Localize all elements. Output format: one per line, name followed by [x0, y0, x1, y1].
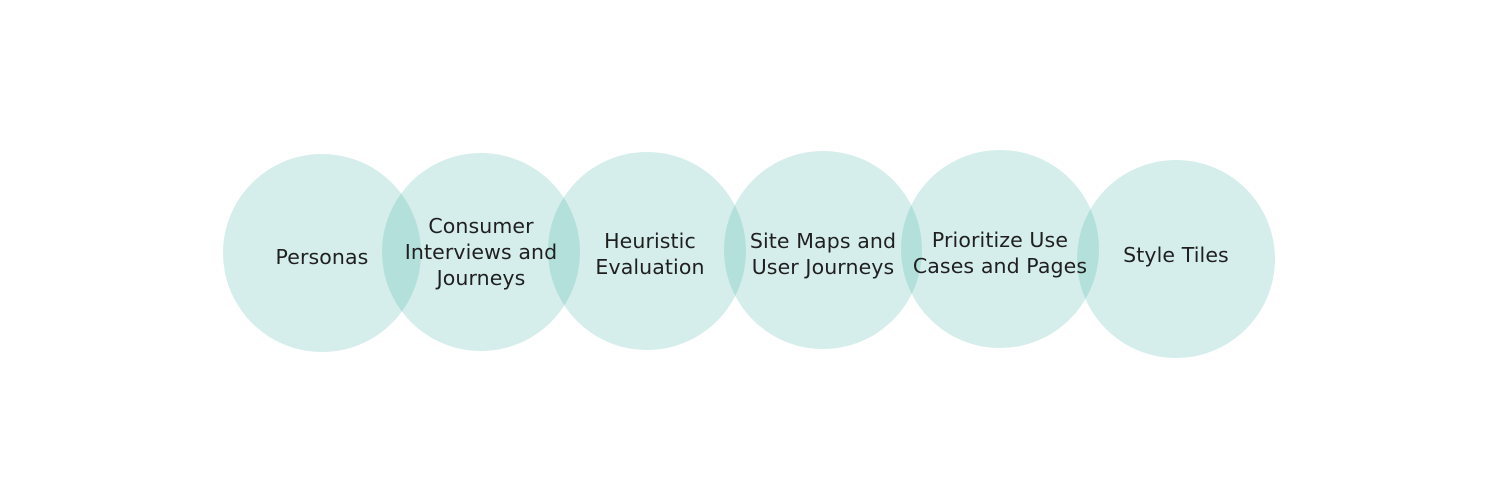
step-circle-consumer-interviews [382, 153, 580, 351]
step-label-heuristic-evaluation: Heuristic Evaluation [595, 229, 705, 279]
step-circle-site-maps [724, 151, 922, 349]
step-label-prioritize-use-cases: Prioritize Use Cases and Pages [912, 228, 1088, 278]
step-label-personas: Personas [275, 245, 369, 269]
step-circle-personas [223, 154, 421, 352]
step-label-style-tiles: Style Tiles [1123, 243, 1229, 267]
step-circle-style-tiles [1077, 160, 1275, 358]
step-label-consumer-interviews: Consumer Interviews and Journeys [404, 214, 558, 290]
step-circle-prioritize-use-cases [901, 150, 1099, 348]
step-label-site-maps: Site Maps and User Journeys [749, 229, 897, 279]
step-circle-heuristic-evaluation [548, 152, 746, 350]
